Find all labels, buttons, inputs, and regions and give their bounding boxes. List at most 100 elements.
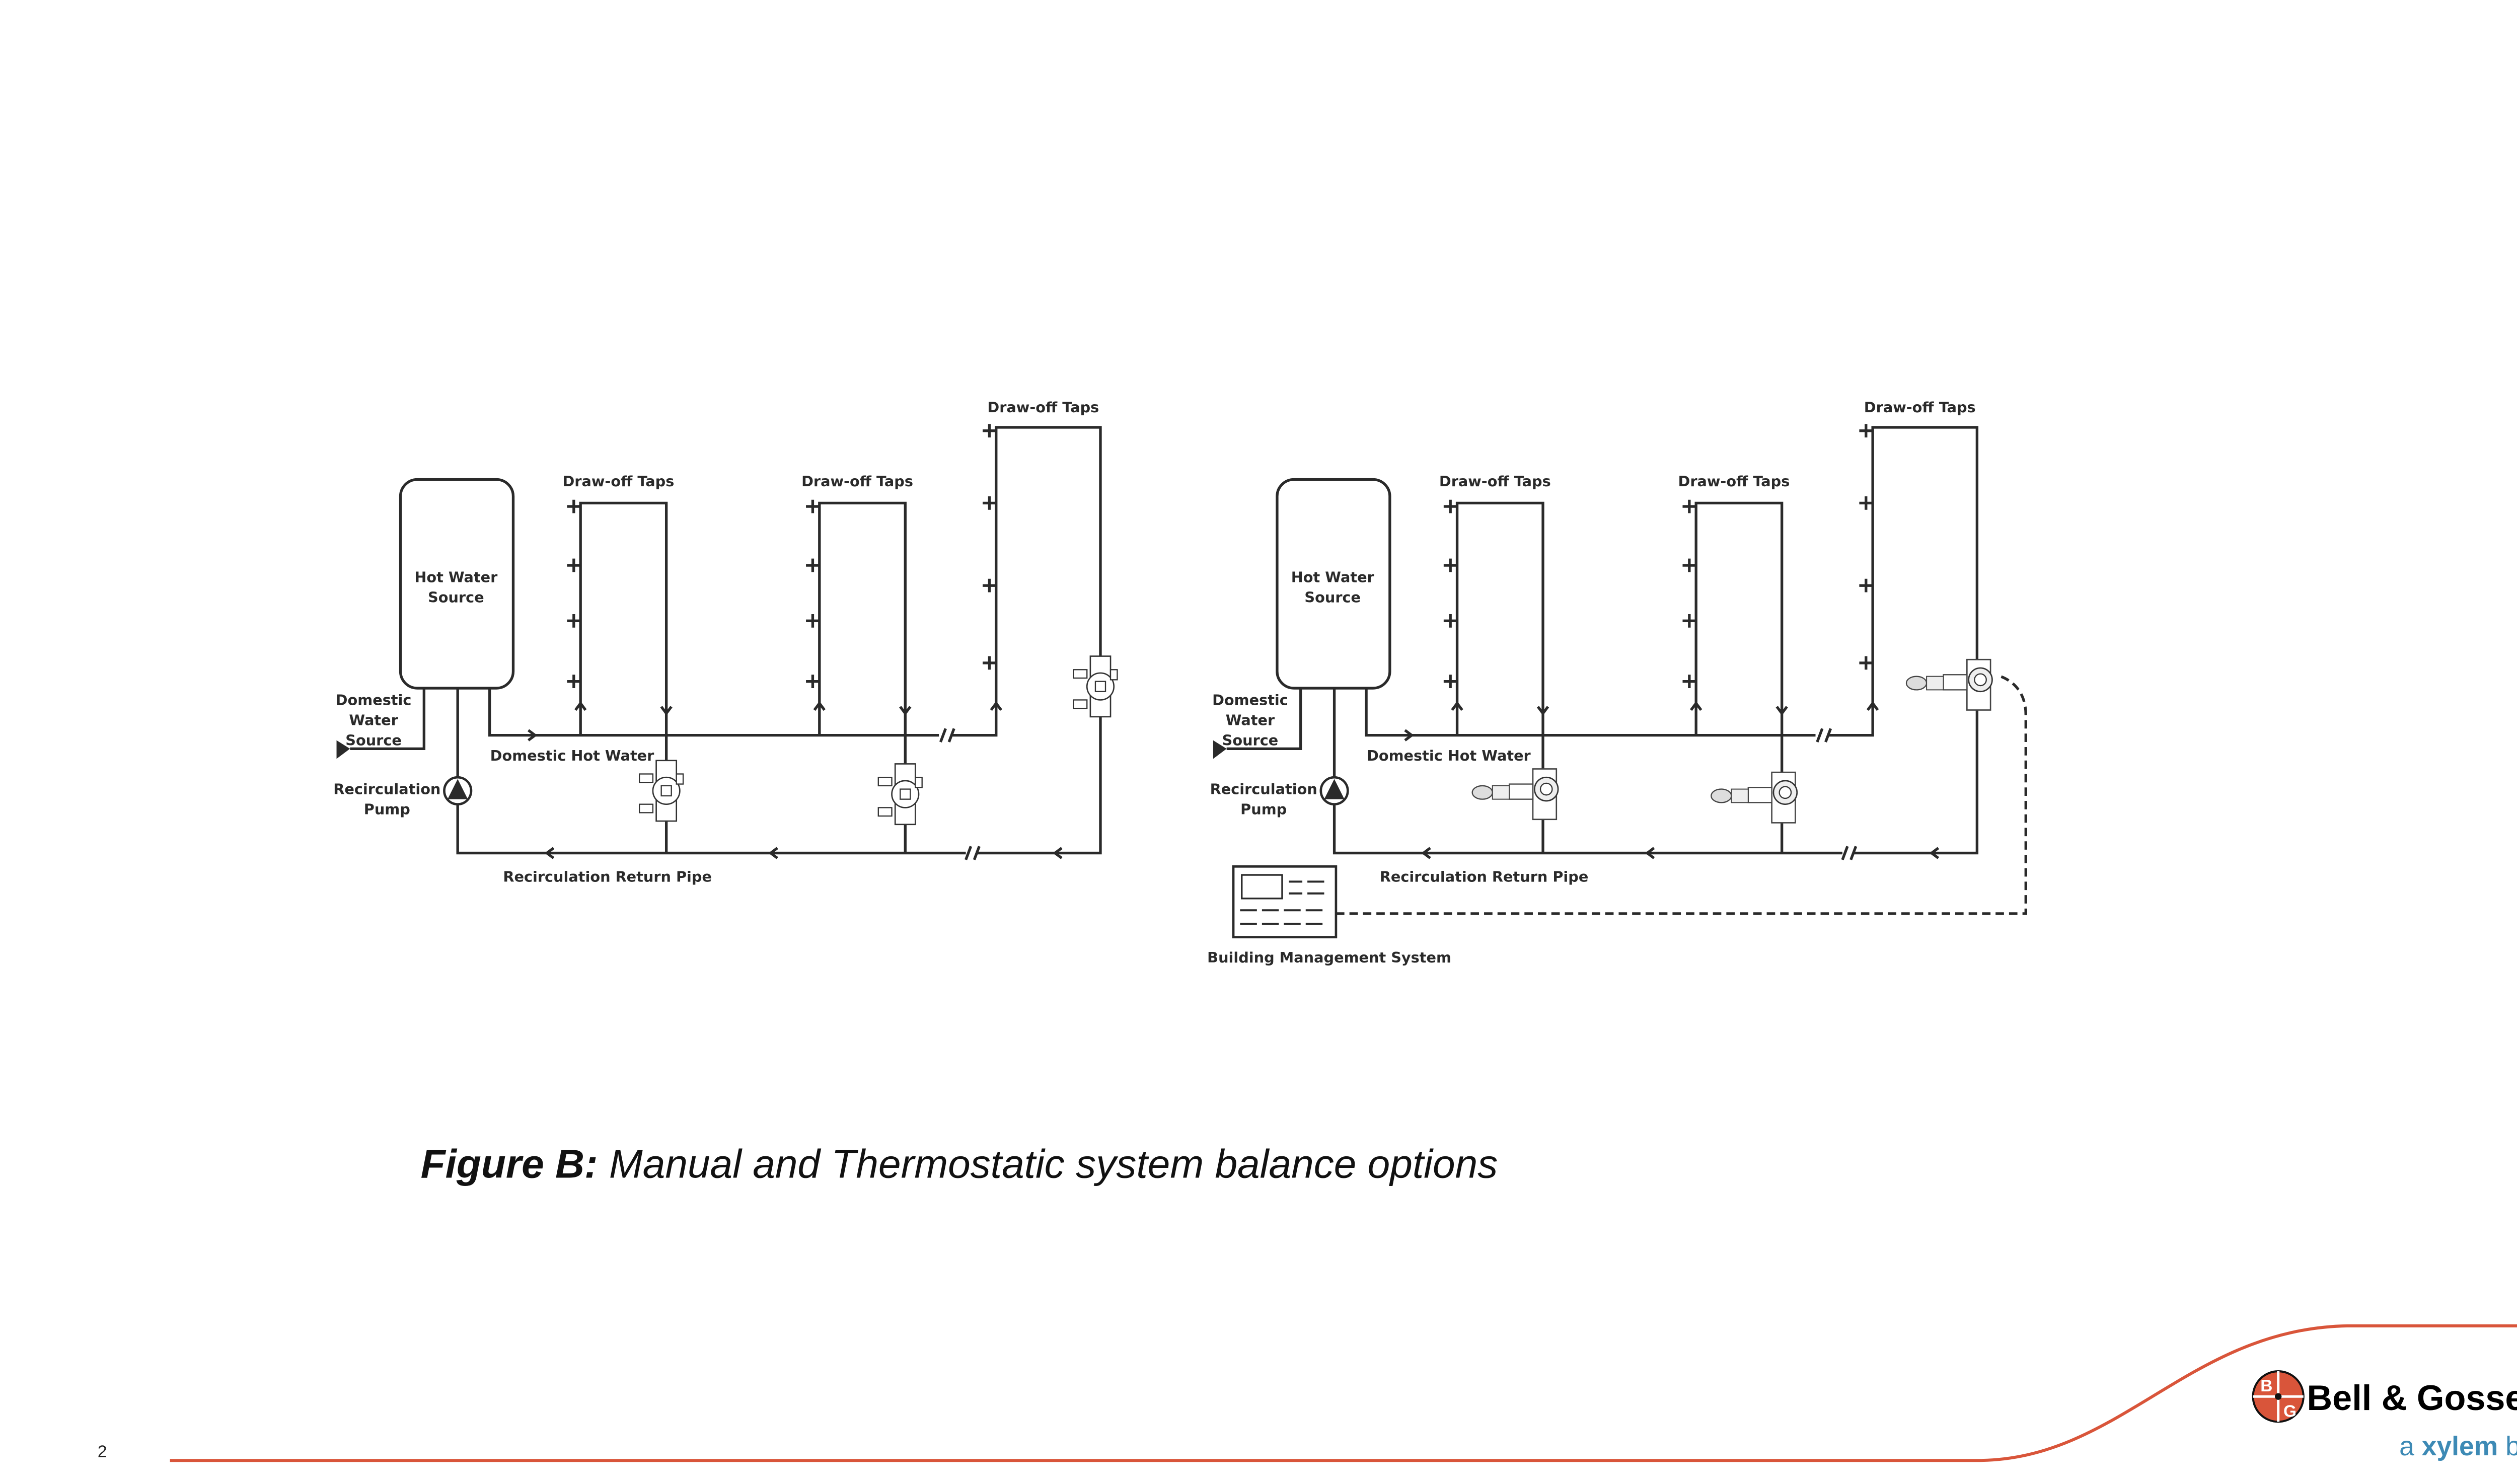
flow-arrow-up-icon: [1690, 701, 1702, 711]
flow-arrow-down-icon: [1536, 706, 1549, 716]
supply-inlet-icon: [336, 740, 350, 759]
draw-off-taps-label: Draw-off Taps: [1439, 473, 1551, 490]
flow-arrow-left-icon: [1645, 847, 1655, 859]
figure-caption: Figure B: Manual and Thermostatic system…: [421, 1141, 1498, 1186]
draw-off-tap-icon: [1443, 614, 1457, 628]
hot-water-source-label: Hot Water: [414, 568, 498, 585]
flow-arrow-up-icon: [813, 701, 826, 711]
diagram-manual: Hot WaterSourceDomesticWaterSourceRecirc…: [333, 399, 1118, 885]
draw-off-tap-icon: [1443, 558, 1457, 572]
diagrams: Hot WaterSourceDomesticWaterSourceRecirc…: [333, 399, 2027, 966]
draw-off-tap-icon: [1859, 424, 1873, 438]
supply-inlet-icon: [1213, 740, 1227, 759]
diagram-thermostatic: Hot WaterSourceDomesticWaterSourceRecirc…: [1207, 399, 2027, 966]
riser-loop-pipe: [1455, 501, 1544, 853]
manual-balancing-valve-icon: [638, 760, 684, 822]
bell-gossett-logo: B G Bell & Gossett a xylem brand: [2252, 1370, 2517, 1461]
caption-bold: Figure B:: [421, 1141, 598, 1186]
domestic-water-source-label: Source: [1222, 732, 1279, 749]
bms-control-line: [1336, 675, 2027, 915]
flow-arrow-up-icon: [1451, 701, 1463, 711]
domestic-water-supply-pipe: [1226, 688, 1302, 751]
footer-accent-line: [170, 1324, 2517, 1462]
caption-text: Manual and Thermostatic system balance o…: [598, 1141, 1498, 1186]
draw-off-tap-icon: [983, 656, 996, 670]
flow-arrow-up-icon: [1866, 701, 1879, 711]
flow-arrow-down-icon: [660, 706, 673, 716]
draw-off-tap-icon: [806, 558, 820, 572]
manual-balancing-valve-icon: [877, 763, 923, 826]
domestic-hot-water-label: Domestic Hot Water: [1367, 747, 1531, 764]
domestic-water-source-label: Domestic: [1212, 691, 1288, 708]
hot-water-main-pipe: [1332, 426, 1979, 855]
flow-arrow-up-icon: [990, 701, 1002, 711]
domestic-water-supply-pipe: [350, 688, 426, 751]
draw-off-tap-icon: [1443, 499, 1457, 513]
flow-arrow-left-icon: [1053, 847, 1063, 859]
hot-water-source-label: Source: [1304, 589, 1361, 606]
thermostatic-balancing-valve-icon: [1471, 768, 1559, 821]
flow-arrow-down-icon: [899, 706, 912, 716]
hot-water-source-label: Hot Water: [1291, 568, 1375, 585]
logo-brand: Bell & Gossett: [2307, 1378, 2517, 1418]
building-management-system-icon: [1232, 865, 1338, 939]
flow-arrow-up-icon: [574, 701, 587, 711]
draw-off-tap-icon: [1859, 496, 1873, 510]
draw-off-tap-icon: [1682, 499, 1696, 513]
pipe-break-icon: [1816, 728, 1832, 743]
recirculation-return-pipe-label: Recirculation Return Pipe: [503, 868, 712, 885]
draw-off-tap-icon: [1443, 675, 1457, 689]
flow-arrow-left-icon: [1421, 847, 1431, 859]
recirculation-pump-label: Pump: [1240, 801, 1287, 818]
draw-off-taps-label: Draw-off Taps: [801, 473, 913, 490]
draw-off-taps-label: Draw-off Taps: [1864, 399, 1976, 416]
flow-arrow-left-icon: [544, 847, 555, 859]
domestic-water-source-label: Domestic: [336, 691, 412, 708]
flow-arrow-left-icon: [768, 847, 778, 859]
flow-arrow-right-icon: [1404, 729, 1414, 741]
domestic-water-source-label: Water: [1226, 712, 1275, 729]
draw-off-tap-icon: [983, 424, 996, 438]
page-number: 2: [98, 1443, 107, 1461]
recirculation-return-pipe-label: Recirculation Return Pipe: [1380, 868, 1589, 885]
pipe-break-icon: [939, 728, 955, 743]
draw-off-tap-icon: [806, 675, 820, 689]
thermostatic-balancing-valve-icon: [1905, 658, 1993, 711]
draw-off-tap-icon: [567, 499, 581, 513]
draw-off-tap-icon: [1682, 675, 1696, 689]
draw-off-taps-label: Draw-off Taps: [1678, 473, 1790, 490]
recirculation-pump-label: Recirculation: [1210, 781, 1317, 798]
domestic-hot-water-label: Domestic Hot Water: [490, 747, 655, 764]
domestic-water-source-label: Source: [345, 732, 402, 749]
draw-off-tap-icon: [567, 675, 581, 689]
hot-water-main-pipe: [456, 426, 1102, 855]
logo-badge-g: G: [2283, 1402, 2297, 1421]
building-management-system-label: Building Management System: [1207, 949, 1451, 966]
draw-off-tap-icon: [806, 614, 820, 628]
domestic-water-source-label: Water: [349, 712, 398, 729]
draw-off-tap-icon: [567, 558, 581, 572]
recirculation-pump-label: Pump: [364, 801, 410, 818]
draw-off-taps-label: Draw-off Taps: [987, 399, 1099, 416]
flow-arrow-right-icon: [527, 729, 538, 741]
thermostatic-balancing-valve-icon: [1711, 771, 1798, 824]
hot-water-source-label: Source: [428, 589, 484, 606]
riser-loop-pipe: [818, 501, 907, 853]
draw-off-taps-label: Draw-off Taps: [562, 473, 674, 490]
draw-off-tap-icon: [1859, 578, 1873, 592]
flow-arrow-left-icon: [1929, 847, 1940, 859]
draw-off-tap-icon: [1859, 656, 1873, 670]
draw-off-tap-icon: [983, 496, 996, 510]
pipe-break-icon: [965, 846, 981, 860]
flow-arrow-down-icon: [1775, 706, 1788, 716]
logo-badge-b: B: [2260, 1377, 2272, 1395]
draw-off-tap-icon: [567, 614, 581, 628]
logo-tagline: a xylem brand: [2399, 1432, 2517, 1461]
draw-off-tap-icon: [806, 499, 820, 513]
recirculation-pump-label: Recirculation: [333, 781, 440, 798]
riser-loop-pipe: [579, 501, 668, 853]
riser-loop-pipe: [1694, 501, 1784, 853]
draw-off-tap-icon: [983, 578, 996, 592]
pipe-break-icon: [1841, 846, 1858, 860]
